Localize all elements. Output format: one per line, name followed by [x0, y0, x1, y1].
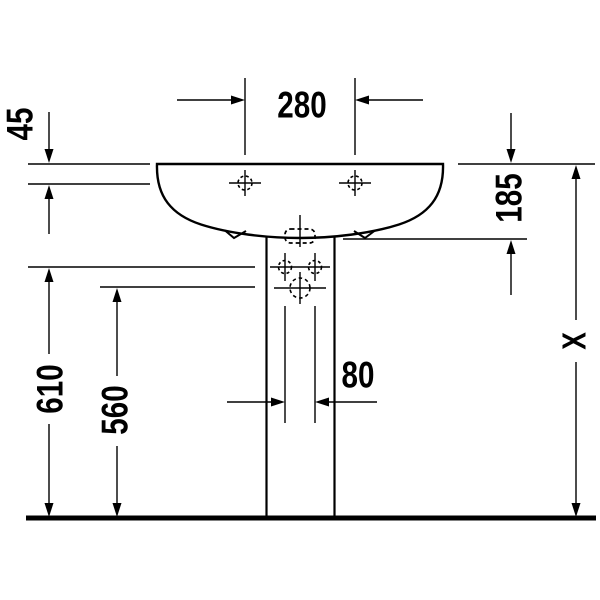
drain-hole	[274, 272, 326, 304]
dim-45	[28, 112, 150, 234]
dim-label-185: 185	[488, 173, 530, 223]
dim-label-560: 560	[94, 385, 136, 435]
dim-560	[100, 286, 255, 517]
dim-label-610: 610	[29, 364, 71, 414]
overflow-slot	[284, 215, 316, 247]
fixing-hole-left	[270, 253, 300, 281]
dim-610	[28, 266, 255, 517]
dim-80	[227, 306, 377, 423]
dim-label-45: 45	[0, 107, 41, 141]
mounting-tab-left	[224, 229, 247, 240]
dim-label-80: 80	[341, 354, 375, 396]
pedestal-outline	[265, 233, 336, 516]
dim-label-280: 280	[277, 84, 327, 126]
mounting-tab-right	[353, 229, 376, 240]
dim-label-x: X	[555, 332, 593, 350]
faucet-hole-left	[229, 170, 261, 196]
dim-185	[343, 113, 595, 295]
fixing-hole-right	[300, 253, 330, 281]
dim-280	[177, 78, 423, 155]
faucet-hole-right	[339, 170, 371, 196]
dim-x	[571, 165, 581, 517]
